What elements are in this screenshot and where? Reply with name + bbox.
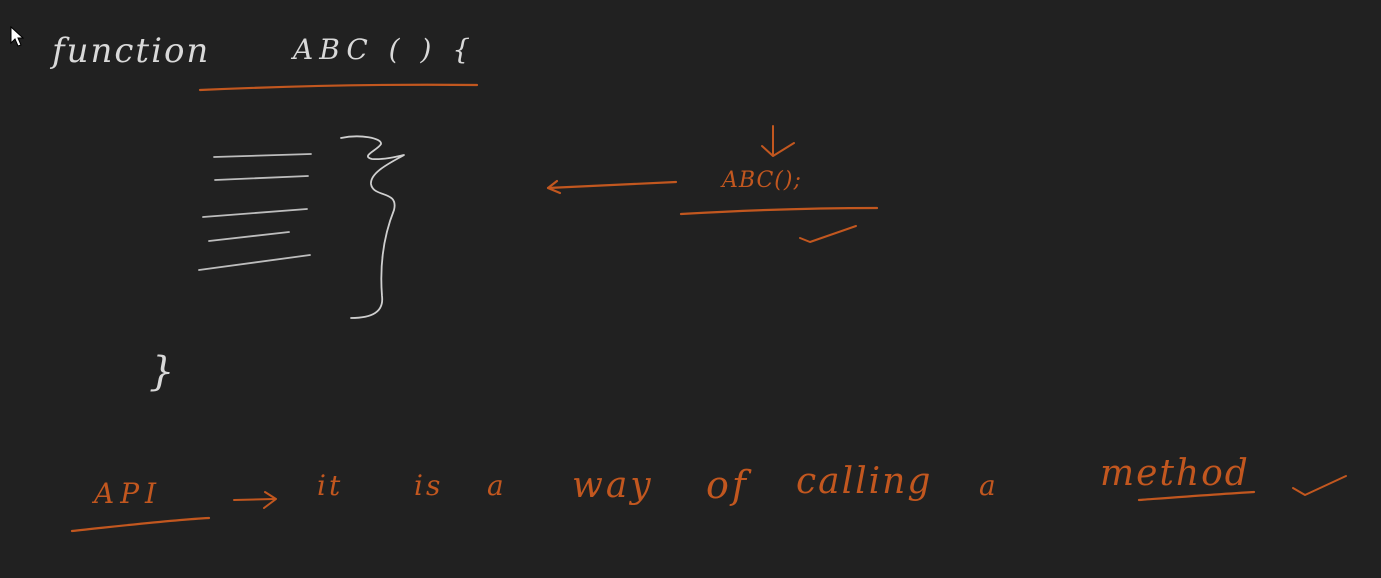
final-checkmark [1292, 475, 1347, 496]
call-checkmark [799, 225, 857, 243]
api-word-a-2: a [979, 469, 999, 502]
api-term: API [94, 477, 163, 510]
method-underline [1137, 490, 1256, 502]
api-word-it: it [317, 469, 344, 502]
api-word-a: a [487, 469, 507, 502]
large-brace [340, 135, 405, 319]
function-keyword: function [52, 31, 211, 71]
function-body-lines [198, 153, 312, 271]
mouse-pointer-icon [10, 26, 24, 47]
left-arrow [546, 179, 678, 195]
api-underline [70, 516, 211, 533]
api-arrow [233, 491, 277, 509]
api-word-is: is [414, 469, 444, 502]
call-underline [679, 206, 879, 216]
function-close-brace: } [149, 349, 178, 395]
function-call: ABC(); [722, 168, 802, 193]
api-word-method: method [1100, 453, 1250, 494]
signature-underline [198, 83, 479, 92]
api-word-way: way [572, 465, 654, 506]
function-signature: ABC ( ) { [293, 33, 477, 66]
down-arrow [761, 125, 795, 157]
api-word-of: of [706, 463, 749, 507]
api-word-calling: calling [796, 461, 933, 502]
